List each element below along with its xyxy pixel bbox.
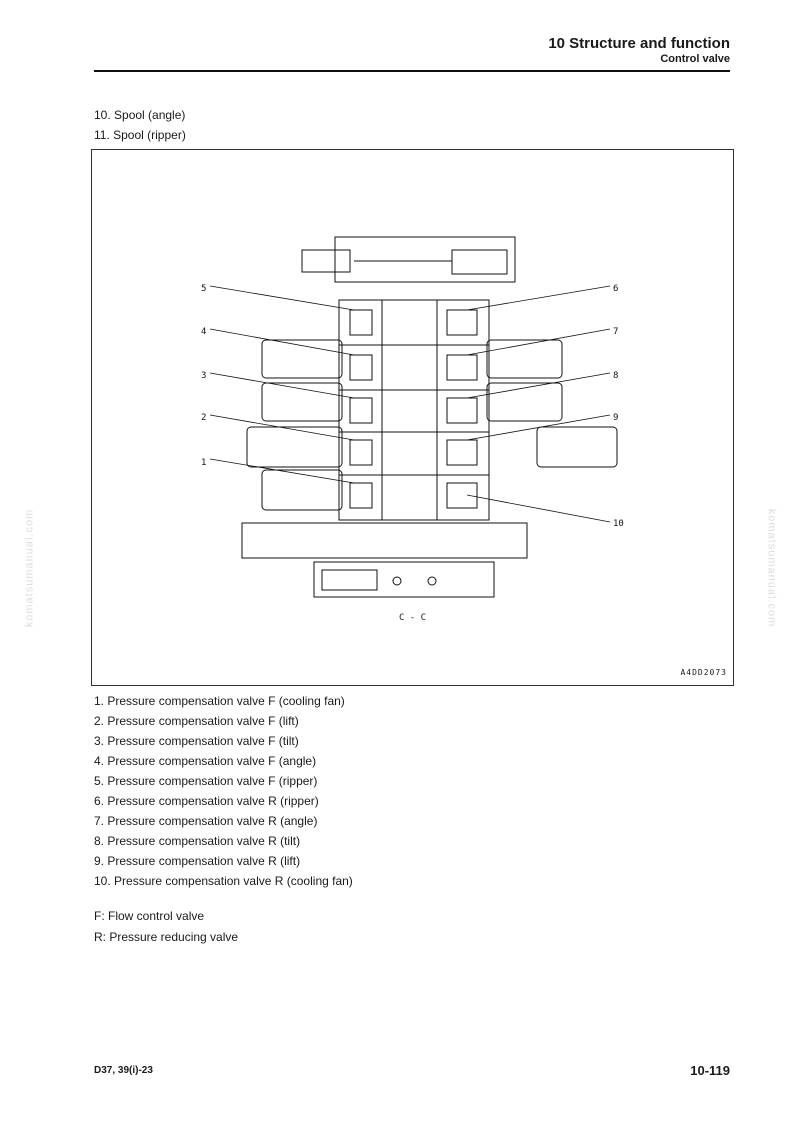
legend-item: 9. Pressure compensation valve R (lift) [94,854,301,868]
legend-item: 4. Pressure compensation valve F (angle) [94,754,317,768]
callout-10: 10 [613,519,624,529]
note-pressure-reducing: R: Pressure reducing valve [94,930,239,944]
watermark-left: komatsumanual.com [23,508,36,628]
callout-4: 4 [201,327,206,337]
callout-8: 8 [613,371,618,381]
legend-item: 1. Pressure compensation valve F (coolin… [94,694,345,708]
legend-item: 3. Pressure compensation valve F (tilt) [94,734,299,748]
control-valve-figure: 1 2 3 4 5 6 7 8 9 10 C - C A4DD2073 [91,149,734,686]
callout-1: 1 [201,458,206,468]
footer-page-number: 10-119 [690,1063,730,1078]
section-label: C - C [398,613,427,623]
section-title: 10 Structure and function [548,35,730,52]
notes: F: Flow control valve R: Pressure reduci… [94,906,238,948]
legend-item: 2. Pressure compensation valve F (lift) [94,714,299,728]
figure-code: A4DD2073 [680,668,727,677]
callout-9: 9 [613,413,618,423]
footer-model: D37, 39(i)-23 [94,1065,153,1076]
callout-6: 6 [613,284,618,294]
page-header: 10 Structure and function Control valve [94,33,730,72]
legend-list: 1. Pressure compensation valve F (coolin… [94,691,353,891]
valve-cross-section-drawing: 1 2 3 4 5 6 7 8 9 10 [201,236,624,598]
intro-item-11: 11. Spool (ripper) [94,128,186,142]
legend-item: 7. Pressure compensation valve R (angle) [94,814,318,828]
legend-item: 5. Pressure compensation valve F (ripper… [94,774,318,788]
intro-item-10: 10. Spool (angle) [94,108,186,122]
legend-item: 8. Pressure compensation valve R (tilt) [94,834,301,848]
callout-7: 7 [613,327,618,337]
legend-item: 10. Pressure compensation valve R (cooli… [94,874,353,888]
callout-2: 2 [201,413,206,423]
callout-5: 5 [201,284,206,294]
section-subtitle: Control valve [660,53,730,65]
legend-item: 6. Pressure compensation valve R (ripper… [94,794,319,808]
callout-3: 3 [201,371,206,381]
note-flow-control: F: Flow control valve [94,909,205,923]
watermark-right: komatsumanual.com [765,508,778,628]
